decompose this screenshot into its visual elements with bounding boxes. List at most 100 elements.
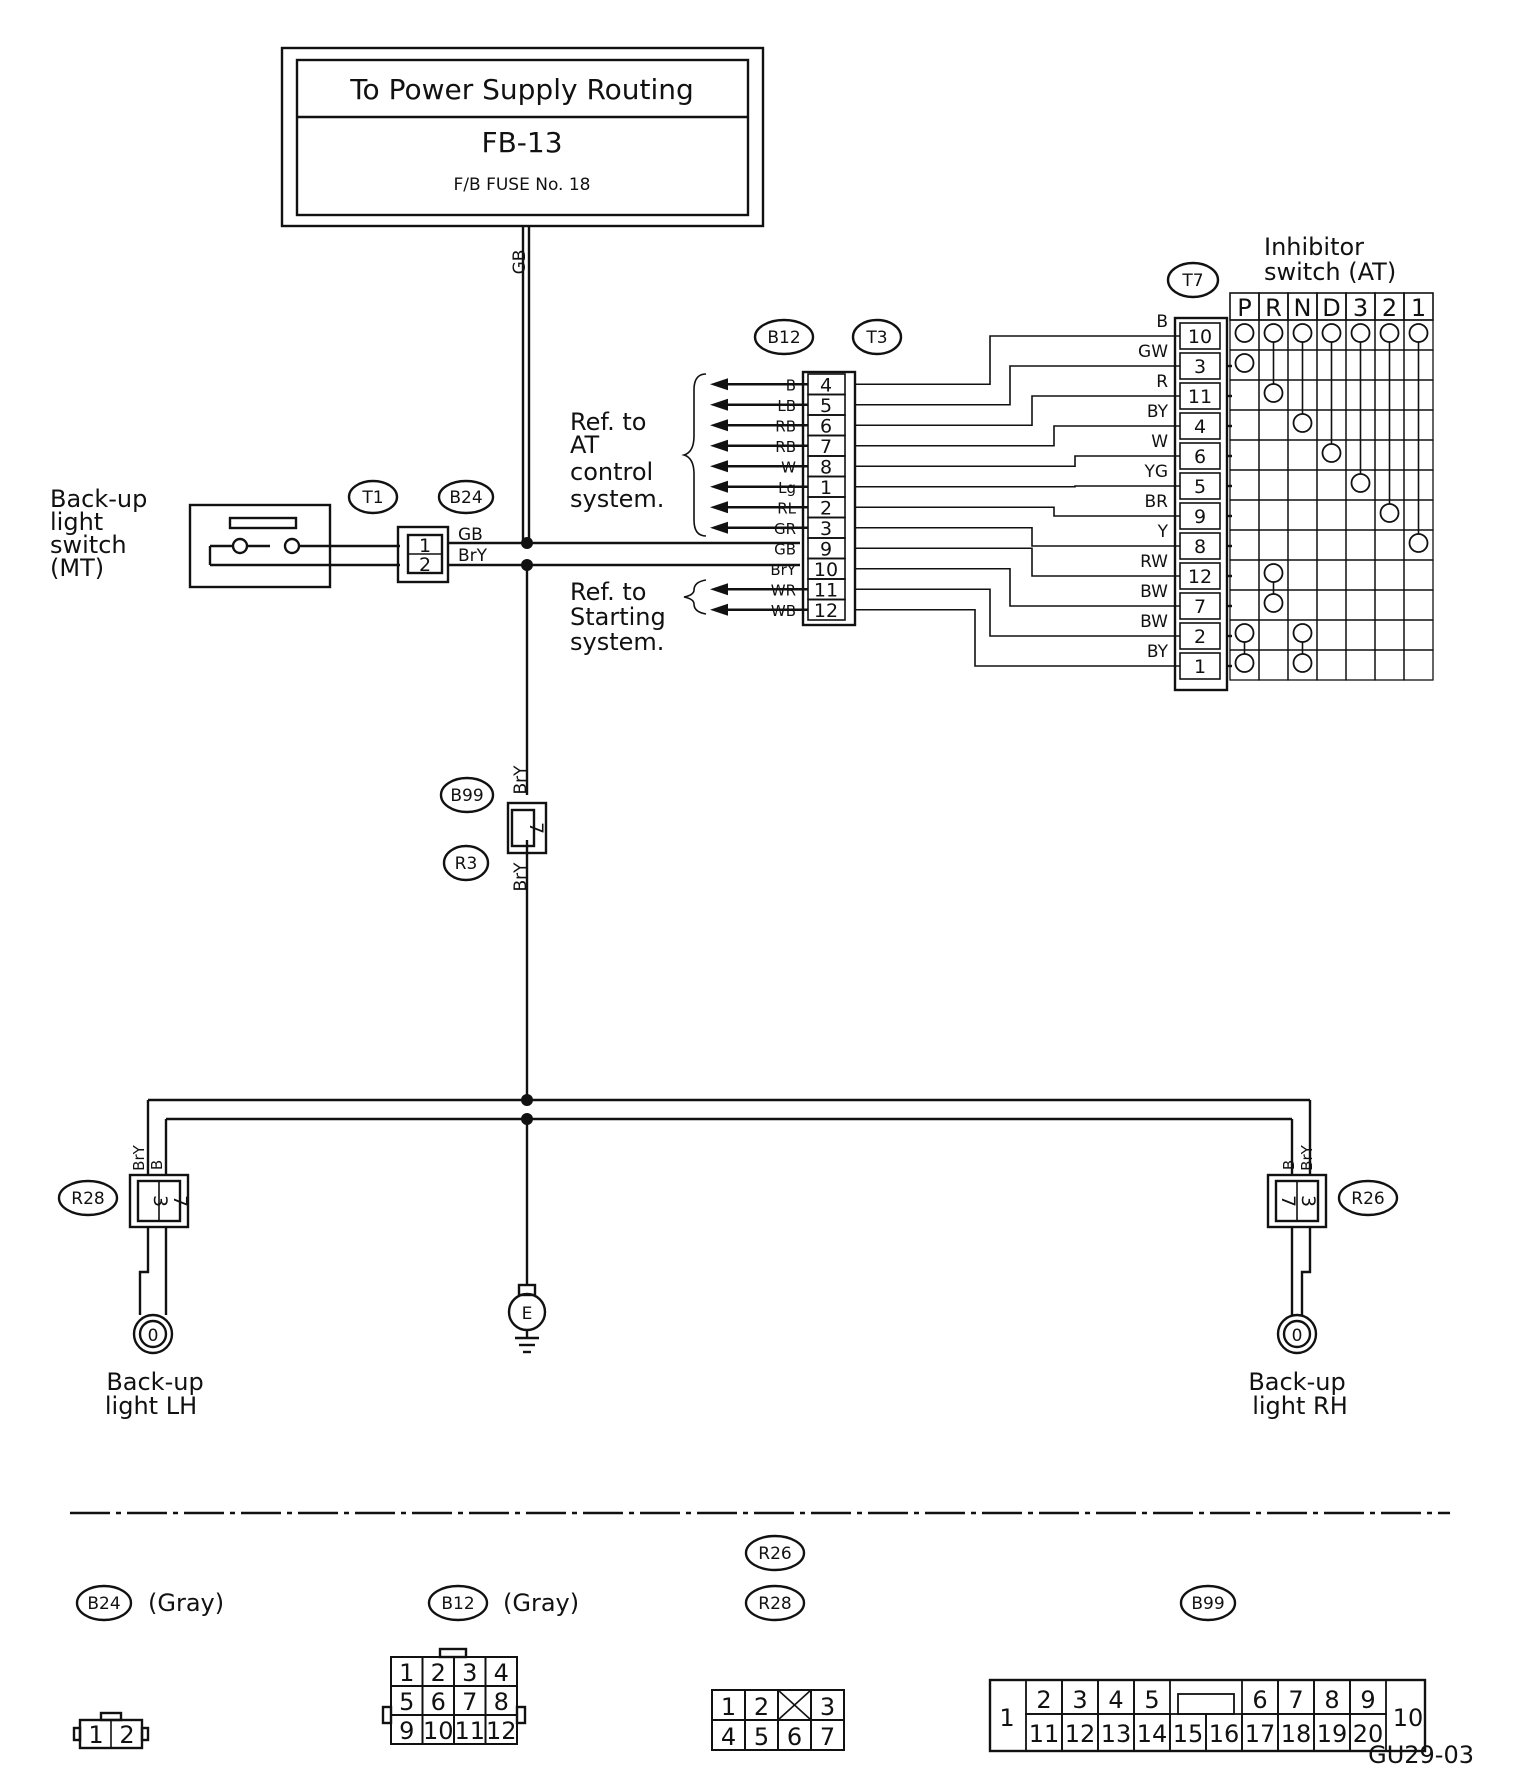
- t3-pin: 5: [820, 395, 832, 417]
- ground-e: E: [507, 1283, 547, 1354]
- t7-wire-color: BR: [1145, 492, 1169, 512]
- arrow-starting: [710, 583, 728, 596]
- inhibitor-position: P: [1237, 294, 1251, 322]
- legend-b99-pin: 15: [1173, 1720, 1204, 1748]
- legend-b99-pin: 18: [1281, 1720, 1312, 1748]
- t1-pin-2: 2: [419, 554, 431, 576]
- legend-r-pin: 7: [820, 1723, 835, 1751]
- t7-wire-color: BY: [1147, 642, 1169, 662]
- lamp-rh-symbol: 0: [1292, 1326, 1303, 1346]
- legend-b99-pin-right: 10: [1393, 1704, 1424, 1732]
- t3-wire-color: W: [781, 459, 796, 477]
- arrow-at-control: [710, 501, 728, 514]
- legend-b99-pin: 9: [1360, 1686, 1375, 1714]
- b99-connector-id: B99: [450, 786, 483, 806]
- b99-wire-bry-bottom: BrY: [511, 862, 531, 892]
- r28-wire-b: B: [148, 1160, 166, 1170]
- legend-r-pin: 3: [820, 1693, 835, 1721]
- legend-r26-id: R26: [758, 1544, 791, 1564]
- legend-b12-pin: 3: [462, 1659, 477, 1687]
- backup-lh-label-1: Back-up: [106, 1368, 203, 1396]
- legend-b24-id: B24: [87, 1594, 120, 1614]
- svg-text:Ref. to: Ref. to: [570, 408, 646, 436]
- t7-wire-color: GW: [1138, 342, 1168, 362]
- legend-b12-pin: 10: [423, 1717, 454, 1745]
- connector-b12-t3: B12 T3 4B5LB6RB7RB8W1Lg2RL3GR9GB10BrY11W…: [710, 318, 903, 627]
- r28-connector-id: R28: [71, 1189, 104, 1209]
- ground-symbol: E: [522, 1304, 533, 1324]
- main-trunk: GB: [510, 226, 533, 1285]
- r26-pin-b: 3: [1297, 1195, 1319, 1207]
- r28-pin-b: 7: [169, 1195, 191, 1207]
- svg-text:Ref. to: Ref. to: [570, 578, 646, 606]
- t3-wire-color: RL: [777, 500, 796, 518]
- t7-wire-color: Y: [1157, 522, 1169, 542]
- power-supply-title: To Power Supply Routing: [349, 73, 694, 106]
- t7-pin: 11: [1188, 386, 1212, 408]
- t1-connector-id: T1: [361, 488, 383, 508]
- t3-pin: 1: [820, 477, 832, 499]
- legend-b12-id: B12: [441, 1594, 474, 1614]
- r26-wire-b: B: [1280, 1160, 1298, 1170]
- b12-connector-id: B12: [767, 328, 800, 348]
- legend-b99-pin: 6: [1252, 1686, 1267, 1714]
- legend-b99-pin: 16: [1209, 1720, 1240, 1748]
- legend-b12-pin: 9: [399, 1717, 414, 1745]
- inhibitor-position: R: [1265, 294, 1282, 322]
- legend-b99-pin-left: 1: [999, 1704, 1014, 1732]
- backup-rh-label-2: light RH: [1252, 1392, 1348, 1420]
- wire-gb-label: GB: [510, 250, 530, 275]
- b99-pin: 7: [525, 822, 547, 834]
- arrow-at-control: [710, 460, 728, 473]
- legend-b99-pin: 14: [1137, 1720, 1168, 1748]
- inhibitor-position: 3: [1353, 294, 1368, 322]
- t7-wire-color: R: [1156, 372, 1168, 392]
- legend-b24-color: (Gray): [148, 1589, 224, 1617]
- legend-b12-pin: 6: [431, 1688, 446, 1716]
- arrow-at-control: [710, 521, 728, 534]
- t3-pin: 9: [820, 539, 832, 561]
- t3-pin: 12: [814, 600, 838, 622]
- t3-wire-color: RB: [775, 438, 796, 456]
- connector-b99-r3: B99 R3 7 BrY BrY: [439, 765, 548, 892]
- power-supply-code: FB-13: [481, 126, 562, 159]
- lamp-lh-symbol: 0: [148, 1326, 159, 1346]
- t7-wire-color: BW: [1140, 612, 1168, 632]
- backup-light-switch: Back-up light switch (MT): [50, 485, 332, 589]
- legend-b24: B24 (Gray) 1 2: [72, 1584, 224, 1750]
- backup-switch-label-3: switch: [50, 531, 127, 559]
- legend-b99-pin: 7: [1288, 1686, 1303, 1714]
- legend-r-pin: 2: [754, 1693, 769, 1721]
- t1-wire-bry: BrY: [458, 546, 488, 566]
- t7-connector-id: T7: [1181, 271, 1203, 291]
- inhibitor-position: 1: [1411, 294, 1426, 322]
- arrow-at-control: [710, 378, 728, 391]
- connector-t1-b24: 1 2 T1 B24 GB BrY: [347, 479, 495, 584]
- t3-wire-color: RB: [775, 418, 796, 436]
- arrow-starting: [710, 603, 728, 616]
- t7-pin: 6: [1194, 446, 1206, 468]
- t3-wire-color: GR: [774, 520, 796, 538]
- figure-code: GU29-03: [1368, 1741, 1474, 1769]
- t3-wire-color: Lg: [778, 479, 796, 497]
- t7-wire-color: BW: [1140, 582, 1168, 602]
- legend-b12-pin: 2: [431, 1659, 446, 1687]
- legend-r-pin: 1: [721, 1693, 736, 1721]
- t3-connector-id: T3: [865, 328, 887, 348]
- legend-r28-id: R28: [758, 1594, 791, 1614]
- inhibitor-position: D: [1322, 294, 1340, 322]
- ref-at-control: Ref. to AT control system.: [570, 373, 707, 537]
- t3-pin: 11: [814, 580, 838, 602]
- t3-pin: 10: [814, 559, 838, 581]
- t7-pin: 8: [1194, 536, 1206, 558]
- backup-light-rh: 0 Back-up light RH: [1248, 1313, 1348, 1420]
- legend-b12-pin: 1: [399, 1659, 414, 1687]
- legend-b12-pin: 7: [462, 1688, 477, 1716]
- legend-b99-id: B99: [1191, 1594, 1224, 1614]
- t7-pin: 5: [1194, 476, 1206, 498]
- t3-wire-color: BrY: [770, 561, 796, 579]
- t7-wire-color: RW: [1140, 552, 1168, 572]
